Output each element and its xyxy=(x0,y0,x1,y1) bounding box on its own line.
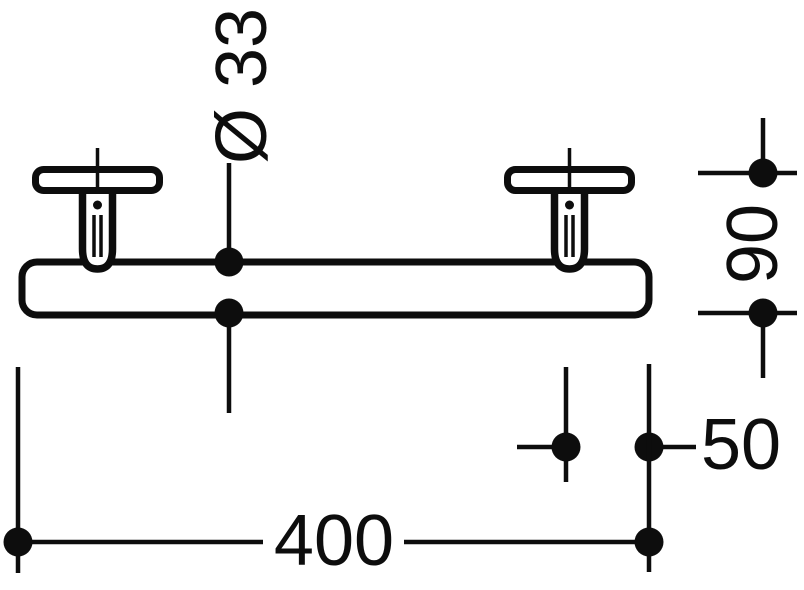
grab-bar-body xyxy=(18,258,653,319)
dim-point-projection-top xyxy=(748,158,778,188)
grab-bar xyxy=(18,148,653,319)
right-wall-mount xyxy=(504,148,635,273)
dim-point-projection-bottom xyxy=(748,298,778,328)
dim-point-bar-bottom xyxy=(214,298,244,328)
dimension-projection: 90 xyxy=(698,118,797,378)
dim-label-end-offset: 50 xyxy=(701,405,781,485)
dimension-end-offset: 50 xyxy=(517,367,781,485)
dim-point-length-left xyxy=(3,527,33,557)
dimension-length: 400 xyxy=(3,364,664,581)
mount-center-dot xyxy=(565,200,574,210)
dimension-diameter: Ø 33 xyxy=(202,8,282,413)
mount-center-dot xyxy=(93,200,102,210)
dim-label-overall-length: 400 xyxy=(274,501,394,581)
dim-point-bar-top xyxy=(214,247,244,277)
dim-point-offset-left xyxy=(551,432,581,462)
mount-stem xyxy=(550,190,589,273)
dim-label-diameter: Ø 33 xyxy=(202,8,282,164)
left-wall-mount xyxy=(32,148,163,273)
mount-stem xyxy=(78,190,117,273)
dim-point-length-right xyxy=(634,527,664,557)
dim-label-projection: 90 xyxy=(713,204,793,284)
